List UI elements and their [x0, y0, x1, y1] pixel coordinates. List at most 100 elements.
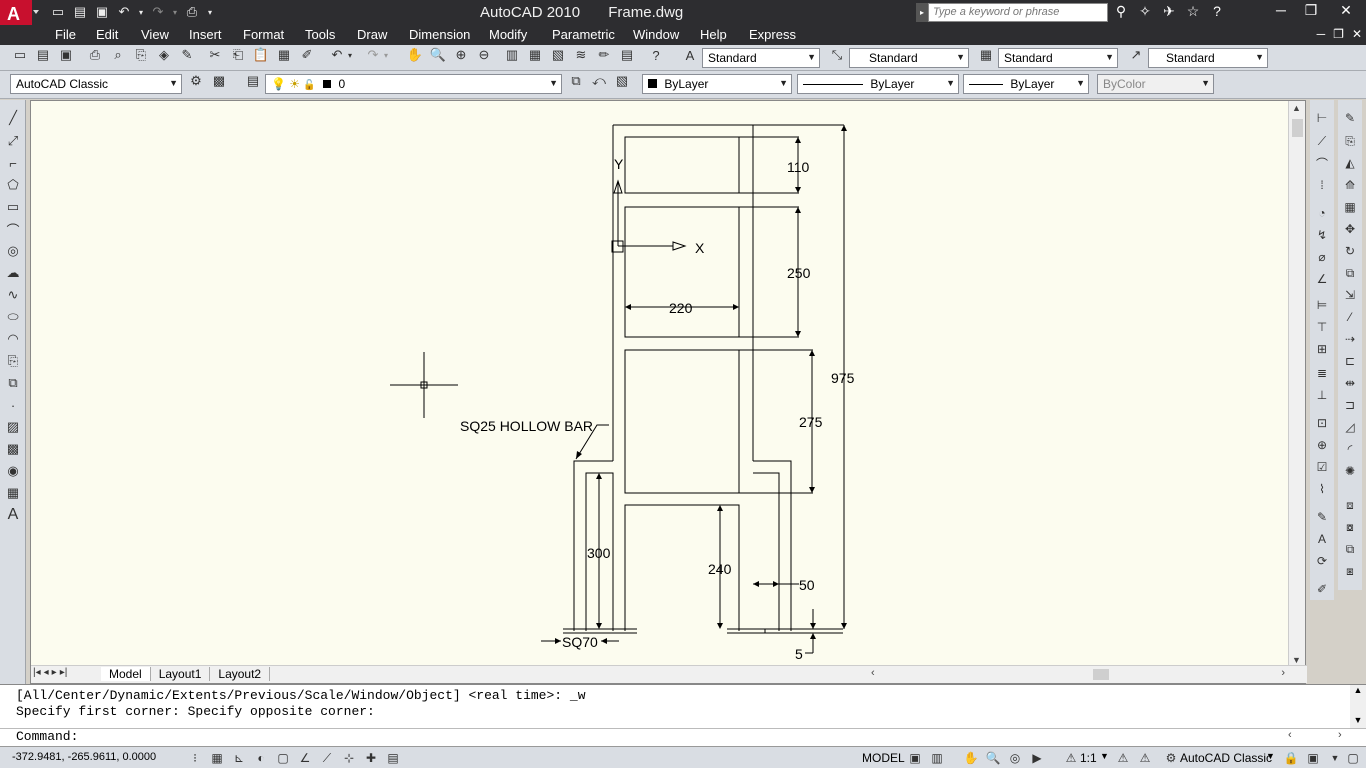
plot-style-select[interactable]: ByColor▼ — [1097, 74, 1214, 94]
vertical-scroll-thumb[interactable] — [1292, 119, 1303, 137]
sheet-set-icon[interactable]: ≋ — [575, 47, 587, 62]
menu-tools[interactable]: Tools — [305, 27, 336, 42]
cut-icon[interactable]: ✂ — [209, 47, 221, 62]
mirror-icon[interactable]: ◭ — [1345, 156, 1355, 170]
plot-icon[interactable]: ⎙ — [186, 4, 198, 19]
layer-select[interactable]: 💡 ☀ 🔓 0▼ — [265, 74, 562, 94]
zoom-window-icon[interactable]: ⊕ — [455, 47, 467, 62]
command-scroll-right-icon[interactable]: › — [1338, 729, 1342, 741]
insert-block-icon[interactable]: ⎘ — [7, 353, 19, 368]
coordinate-readout[interactable]: -372.9481, -265.9611, 0.0000 — [12, 751, 157, 763]
open-icon[interactable]: ▤ — [73, 4, 87, 19]
line-icon[interactable]: ╱ — [9, 110, 17, 125]
qat-customize-icon[interactable]: ▾ — [207, 7, 212, 17]
drawing-svg[interactable]: Y X 110 250 220 975 SQ25 HOLLOW BAR 275 … — [31, 101, 1289, 667]
jogged-icon[interactable]: ↯ — [1316, 228, 1328, 242]
command-scroll-left-icon[interactable]: ‹ — [1288, 729, 1292, 741]
multileader-style-select[interactable]: Standard▼ — [1148, 48, 1268, 68]
communication-icon[interactable]: ✈ — [1163, 3, 1175, 19]
multiline-text-icon[interactable]: A — [7, 506, 19, 523]
make-block-icon[interactable]: ⧉ — [8, 375, 18, 390]
object-snap-icon[interactable]: ▢ — [277, 751, 289, 765]
dim-space-icon[interactable]: ≣ — [1316, 366, 1328, 380]
tb-help-icon[interactable]: ? — [652, 47, 660, 63]
menu-draw[interactable]: Draw — [357, 27, 388, 42]
copy-icon[interactable]: ⎗ — [232, 47, 244, 62]
command-line-input[interactable]: Command: — [16, 729, 79, 744]
menu-window[interactable]: Window — [633, 27, 680, 42]
paste-special-icon[interactable]: ▦ — [277, 47, 291, 62]
stretch-icon[interactable]: ⇲ — [1344, 288, 1356, 302]
dim-style-select[interactable]: Standard▼ — [849, 48, 969, 68]
undo-icon[interactable]: ↶ — [118, 4, 130, 19]
save-icon[interactable]: ▣ — [95, 4, 109, 19]
customize-icon[interactable]: ▩ — [212, 73, 226, 88]
polygon-icon[interactable]: ⬠ — [7, 177, 19, 192]
workspace-settings-icon[interactable]: ⚙ — [190, 73, 202, 88]
model-space-toggle[interactable]: MODEL — [862, 751, 905, 765]
binoculars-icon[interactable]: ⚲ — [1115, 3, 1127, 19]
doc-close-icon[interactable]: ✕ — [1351, 27, 1362, 41]
scroll-down-icon[interactable]: ▼ — [1353, 715, 1363, 725]
horizontal-scrollbar[interactable]: ‹ › — [871, 667, 1285, 682]
color-select[interactable]: ByLayer▼ — [642, 74, 792, 94]
table-icon[interactable]: ▦ — [6, 485, 20, 500]
paste-icon[interactable]: 📋 — [252, 47, 270, 62]
command-scrollbar[interactable]: ▲ ▼ — [1350, 685, 1366, 729]
join-icon[interactable]: ⊐ — [1344, 398, 1356, 412]
linetype-select[interactable]: ByLayer▼ — [797, 74, 959, 94]
zoom-previous-icon[interactable]: ⊖ — [478, 47, 490, 62]
text-style-icon[interactable]: A — [685, 47, 695, 63]
scale-icon[interactable]: ⧉ — [1345, 265, 1355, 280]
status-workspace-label[interactable]: AutoCAD Classic — [1180, 751, 1273, 765]
table-style-select[interactable]: Standard▼ — [998, 48, 1118, 68]
first-layout-icon[interactable]: |◂ — [33, 667, 41, 678]
scroll-down-icon[interactable]: ▼ — [1292, 655, 1301, 665]
quick-view-drawings-icon[interactable]: ▥ — [931, 751, 943, 765]
status-menu-icon[interactable]: ▼ — [1330, 753, 1340, 763]
menu-modify[interactable]: Modify — [489, 27, 528, 42]
tb-undo-icon[interactable]: ↶ — [331, 47, 343, 62]
markup-icon[interactable]: ✏ — [598, 47, 610, 62]
arc-icon[interactable]: ⌒ — [6, 222, 20, 238]
inspect-icon[interactable]: ☑ — [1316, 460, 1328, 474]
move-icon[interactable]: ✥ — [1344, 222, 1356, 236]
layer-previous-icon[interactable]: ⤺ — [592, 73, 606, 88]
menu-file[interactable]: File — [55, 27, 76, 42]
plot-preview-icon[interactable]: ⌕ — [114, 47, 122, 62]
dim-style-manager-icon[interactable]: ✐ — [1316, 582, 1328, 596]
application-menu-button[interactable]: A — [0, 0, 40, 25]
dim-edit-icon[interactable]: ✎ — [1316, 510, 1328, 524]
grid-display-icon[interactable]: ⊾ — [233, 751, 245, 765]
diameter-icon[interactable]: ⌀ — [1318, 250, 1326, 264]
point-icon[interactable]: · — [10, 397, 16, 413]
polyline-icon[interactable]: ⌐ — [9, 155, 17, 171]
rectangle-icon[interactable]: ▭ — [6, 199, 20, 214]
fillet-icon[interactable]: ◜ — [1347, 442, 1353, 456]
table-style-icon[interactable]: ▦ — [979, 47, 993, 62]
menu-express[interactable]: Express — [749, 27, 796, 42]
extend-icon[interactable]: ⇢ — [1344, 332, 1356, 346]
dynamic-ucs-icon[interactable]: ⟋ — [322, 750, 332, 765]
steering-wheel-icon[interactable]: ◎ — [1009, 751, 1021, 765]
tab-layout1[interactable]: Layout1 — [151, 667, 211, 681]
annotation-scale-value[interactable]: 1:1 — [1080, 751, 1097, 765]
center-mark-icon[interactable]: ⊕ — [1316, 438, 1328, 452]
erase-icon[interactable]: ✎ — [1344, 111, 1356, 125]
publish-icon[interactable]: ⎘ — [135, 47, 147, 62]
layer-state-icon[interactable]: ▧ — [615, 73, 629, 88]
infer-constraints-icon[interactable]: ⁝ — [193, 751, 197, 765]
annotation-visibility-icon[interactable]: ⚠ — [1117, 751, 1129, 765]
workspace-select[interactable]: AutoCAD Classic▼ — [10, 74, 182, 94]
jogged-linear-icon[interactable]: ⌇ — [1319, 482, 1325, 496]
aligned-dim-icon[interactable]: ⟋ — [1317, 133, 1327, 148]
design-center-icon[interactable]: ▦ — [528, 47, 542, 62]
gradient-icon[interactable]: ▩ — [6, 441, 20, 456]
dim-text-edit-icon[interactable]: A — [1317, 532, 1326, 546]
close-icon[interactable]: ✕ — [1340, 2, 1352, 18]
trim-icon[interactable]: ⁄ — [1348, 310, 1351, 324]
menu-parametric[interactable]: Parametric — [552, 27, 615, 42]
arc-length-icon[interactable]: ⌒ — [1315, 156, 1328, 171]
menu-help[interactable]: Help — [700, 27, 727, 42]
polar-tracking-icon[interactable]: ◐ — [257, 751, 265, 765]
